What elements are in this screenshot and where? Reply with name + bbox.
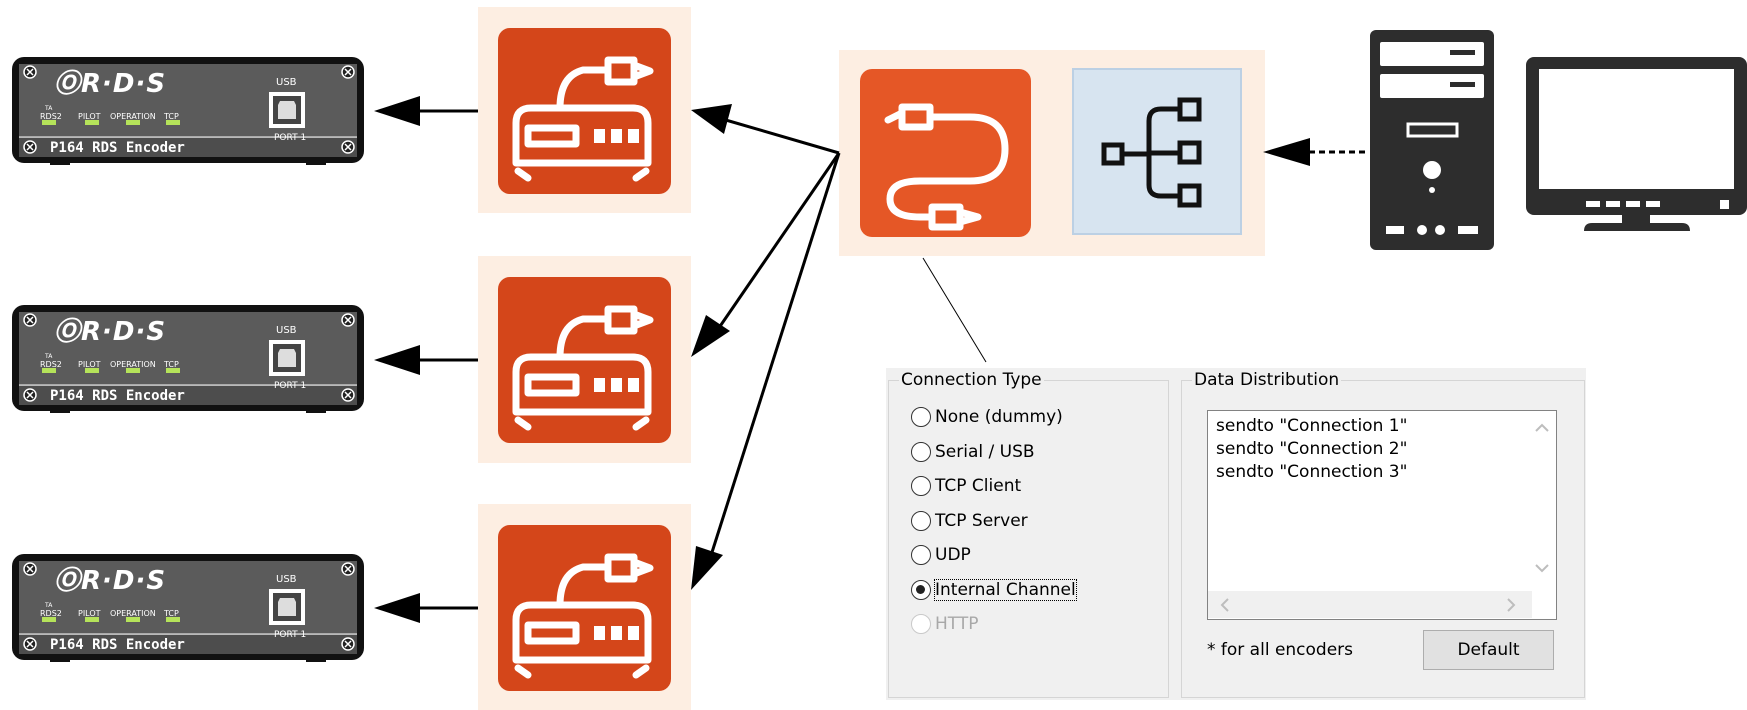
radio-circle[interactable] (911, 476, 931, 496)
tree-distribution-icon (1072, 68, 1242, 235)
scroll-down-icon[interactable] (1535, 564, 1549, 573)
radio-circle[interactable] (911, 614, 931, 634)
port-label: PORT 1 (274, 381, 307, 391)
fanout-arrows (705, 114, 841, 569)
encoder-1-arrow (374, 96, 478, 126)
fanout-arrowhead-2 (691, 315, 730, 357)
cable-icon (860, 69, 1031, 237)
rds-logo: ⓄR·D·S (54, 317, 167, 347)
callout-line (922, 257, 987, 363)
fanout-arrowhead-1 (691, 104, 732, 134)
led-label: RDS2 (40, 360, 62, 369)
radio-serial-usb[interactable]: Serial / USB (911, 438, 1035, 466)
led-ta-label: TA (45, 602, 53, 609)
radio-label: TCP Client (935, 476, 1022, 496)
encoder-panel (12, 57, 364, 165)
list-item[interactable]: sendto "Connection 1" (1216, 416, 1408, 436)
radio-label: Serial / USB (935, 442, 1035, 462)
fanout-arrowhead-3 (691, 546, 723, 590)
radio-udp[interactable]: UDP (911, 541, 971, 569)
connection-type-group: Connection Type None (dummy) Serial / US… (888, 370, 1169, 698)
list-item[interactable]: sendto "Connection 2" (1216, 439, 1408, 459)
led-label: PILOT (78, 360, 101, 369)
radio-label: None (dummy) (935, 407, 1063, 427)
encoder-name: P164 RDS Encoder (50, 637, 185, 653)
monitor-icon (1526, 57, 1747, 231)
led-label: PILOT (78, 112, 101, 121)
computer-dashed-arrow (1263, 138, 1365, 166)
data-distribution-title: Data Distribution (1192, 370, 1342, 390)
scroll-left-icon[interactable] (1218, 597, 1232, 613)
usb-label: USB (276, 77, 297, 88)
radio-circle[interactable] (911, 545, 931, 565)
encoder-name: P164 RDS Encoder (50, 388, 185, 404)
scroll-right-icon[interactable] (1504, 597, 1518, 613)
all-encoders-note: * for all encoders (1207, 640, 1354, 660)
radio-http[interactable]: HTTP (911, 610, 979, 638)
encoder-panel (12, 305, 364, 413)
led-ta-label: TA (45, 353, 53, 360)
list-item[interactable]: sendto "Connection 3" (1216, 462, 1408, 482)
usb-label: USB (276, 574, 297, 585)
radio-circle[interactable] (911, 511, 931, 531)
led-label: OPERATION (110, 360, 156, 369)
radio-label: TCP Server (935, 511, 1028, 531)
radio-tcp-server[interactable]: TCP Server (911, 507, 1028, 535)
radio-circle-selected[interactable] (911, 580, 931, 600)
radio-circle[interactable] (911, 442, 931, 462)
encoder-device-2: ⓄR·D·S USB PORT 1 P164 RDS Encoder TA RD… (10, 303, 366, 413)
led-label: OPERATION (110, 112, 156, 121)
encoder-name: P164 RDS Encoder (50, 140, 185, 156)
encoder-panel (12, 554, 364, 662)
encoder-2-arrow (374, 345, 478, 375)
usb-label: USB (276, 325, 297, 336)
led-label: RDS2 (40, 609, 62, 618)
modem-device-icon (498, 525, 671, 691)
encoder-device-3: ⓄR·D·S USB PORT 1 P164 RDS Encoder TA RD… (10, 552, 366, 662)
radio-internal-channel[interactable]: Internal Channel (911, 576, 1077, 604)
led-label: TCP (164, 112, 179, 121)
radio-circle[interactable] (911, 407, 931, 427)
distribution-listbox[interactable]: sendto "Connection 1" sendto "Connection… (1207, 410, 1557, 620)
radio-label: UDP (935, 545, 971, 565)
radio-none-dummy[interactable]: None (dummy) (911, 403, 1063, 431)
data-distribution-group: Data Distribution (1181, 370, 1585, 698)
rds-logo: ⓄR·D·S (54, 69, 167, 99)
led-ta-label: TA (45, 105, 53, 112)
radio-tcp-client[interactable]: TCP Client (911, 472, 1021, 500)
connection-type-title: Connection Type (899, 370, 1044, 390)
default-button[interactable]: Default (1423, 630, 1554, 670)
led-label: OPERATION (110, 609, 156, 618)
computer-tower-icon (1370, 30, 1494, 250)
port-label: PORT 1 (274, 133, 307, 143)
radio-label: HTTP (935, 614, 979, 634)
horizontal-scrollbar[interactable] (1208, 591, 1532, 618)
encoder-3-arrow (374, 593, 478, 623)
rds-logo: ⓄR·D·S (54, 566, 167, 596)
port-label: PORT 1 (274, 630, 307, 640)
modem-device-icon (498, 277, 671, 443)
encoder-device-1: ⓄR·D·S USB PORT 1 P164 RDS Encoder TA RD… (10, 55, 366, 165)
led-label: TCP (164, 609, 179, 618)
vertical-scrollbar[interactable] (1532, 417, 1552, 577)
scroll-up-icon[interactable] (1535, 423, 1549, 432)
modem-device-icon (498, 28, 671, 194)
led-label: TCP (164, 360, 179, 369)
radio-label: Internal Channel (934, 579, 1077, 601)
led-label: RDS2 (40, 112, 62, 121)
led-label: PILOT (78, 609, 101, 618)
